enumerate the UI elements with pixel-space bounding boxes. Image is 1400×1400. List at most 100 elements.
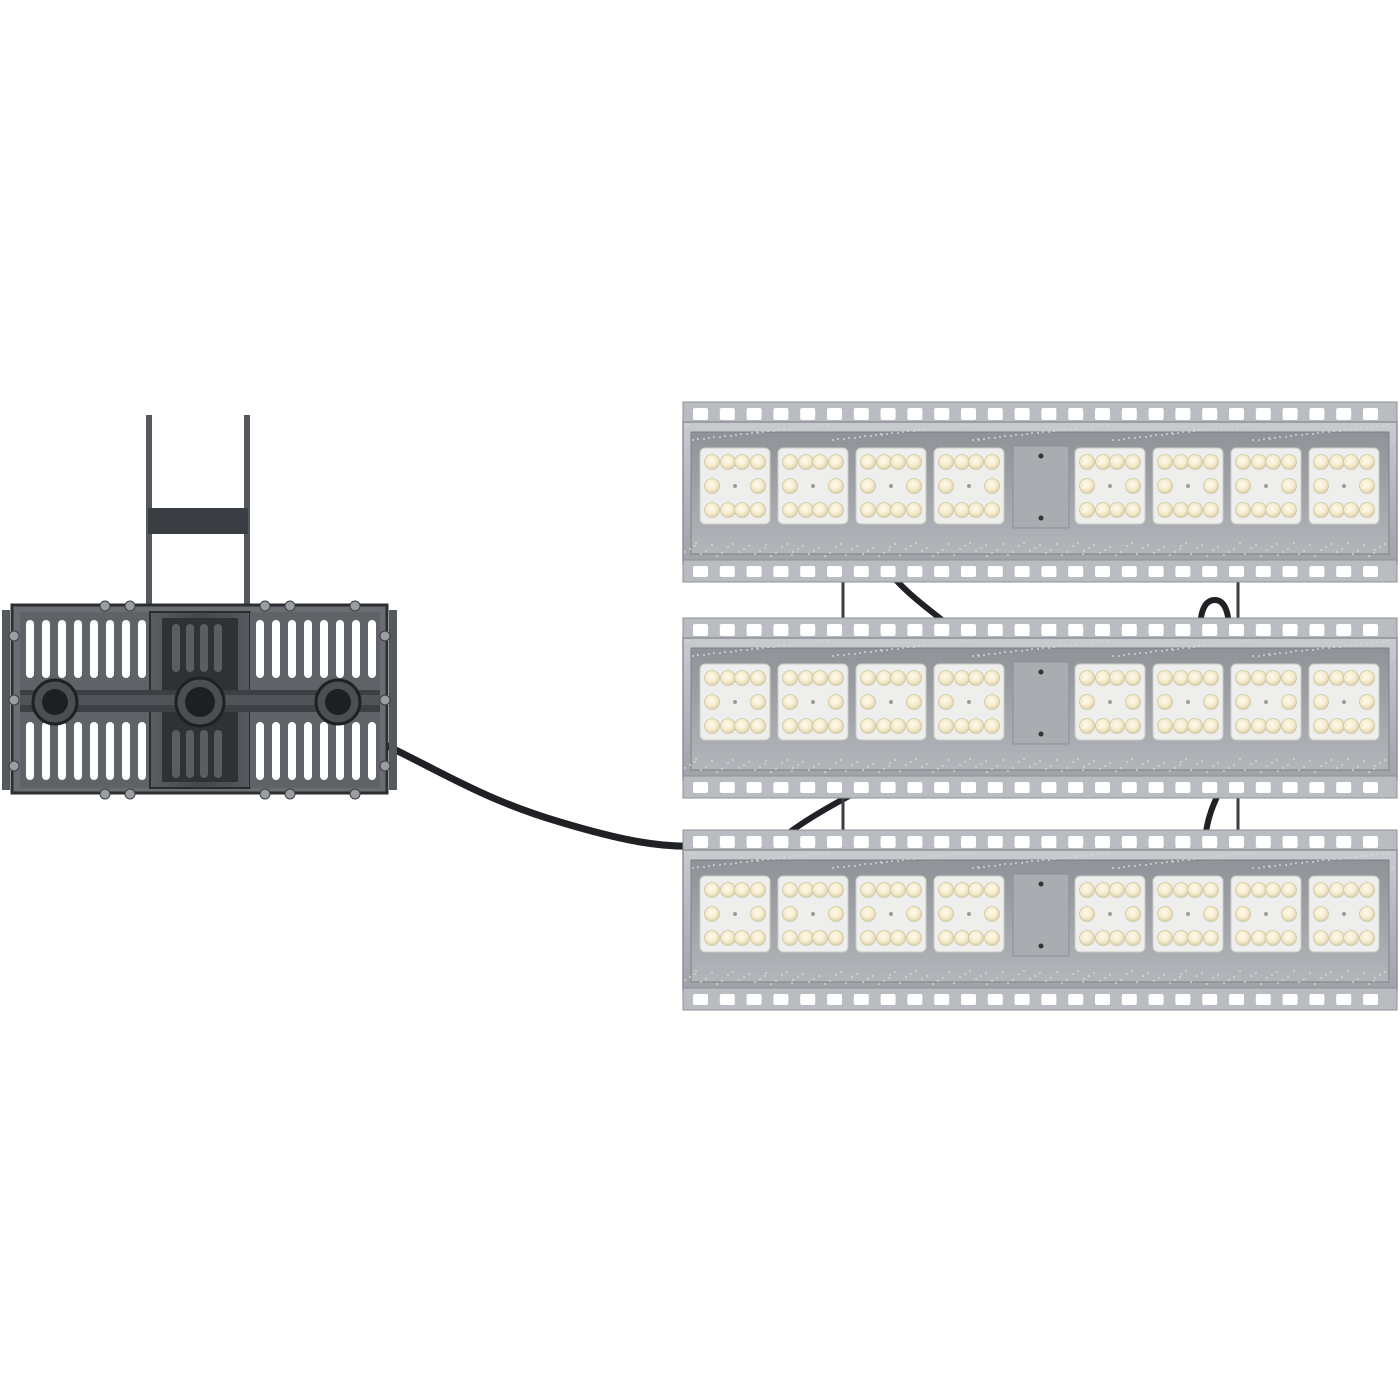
texture-speck (1161, 862, 1163, 864)
texture-speck (1080, 855, 1082, 857)
led-lens (1079, 718, 1095, 734)
texture-speck (1004, 651, 1006, 653)
texture-speck (1153, 768, 1155, 770)
texture-speck (1352, 553, 1354, 555)
led-lens (1313, 930, 1329, 946)
led-lens (1079, 454, 1095, 470)
texture-speck (773, 858, 775, 860)
texture-speck (754, 553, 756, 555)
texture-speck (740, 861, 742, 863)
texture-speck (1336, 979, 1338, 981)
texture-speck (1096, 641, 1098, 643)
led-lens (890, 502, 906, 518)
texture-speck (1277, 554, 1279, 556)
texture-speck (1252, 439, 1254, 441)
led-lens (734, 454, 750, 470)
led-lens (1313, 670, 1329, 686)
texture-speck (1050, 977, 1052, 979)
texture-speck (859, 652, 861, 654)
texture-speck (711, 760, 713, 762)
texture-speck (705, 550, 707, 552)
led-lens (1157, 718, 1173, 734)
fin-slot (1282, 836, 1298, 848)
texture-speck (1374, 977, 1376, 979)
fin-slot (1282, 408, 1298, 420)
texture-speck (1357, 978, 1359, 980)
texture-speck (932, 771, 934, 773)
texture-speck (867, 550, 869, 552)
texture-speck (735, 650, 737, 652)
texture-speck (948, 543, 950, 545)
led-lens (984, 502, 1000, 518)
texture-speck (1150, 435, 1152, 437)
texture-speck (1293, 758, 1295, 760)
texture-speck (1012, 979, 1014, 981)
fin-slot (1121, 624, 1137, 636)
fin-slot (1363, 624, 1378, 636)
fin-slot (853, 624, 869, 636)
texture-speck (1306, 649, 1308, 651)
led-lens (1157, 882, 1173, 898)
led-lens (954, 718, 970, 734)
fin-slot (880, 836, 896, 848)
led-lens (798, 718, 814, 734)
vent-slot (122, 620, 130, 678)
texture-speck (1309, 972, 1311, 974)
texture-speck (897, 860, 899, 862)
led-lens (1359, 670, 1375, 686)
vent-slot (352, 722, 360, 780)
fin-slot (746, 566, 762, 577)
texture-speck (1382, 641, 1384, 643)
center-plate (1012, 661, 1070, 745)
led-lens (1313, 694, 1329, 710)
led-lens (906, 694, 922, 710)
texture-speck (713, 864, 715, 866)
texture-speck (940, 643, 942, 645)
led-lens (860, 906, 876, 922)
led-panels (682, 401, 1398, 1011)
fin-slot (1068, 408, 1084, 420)
texture-speck (1268, 865, 1270, 867)
texture-speck (829, 768, 831, 770)
texture-speck (1328, 647, 1330, 649)
texture-speck (1182, 647, 1184, 649)
fin-slot (1121, 836, 1137, 848)
texture-speck (1074, 643, 1076, 645)
module-screw (1108, 484, 1112, 488)
led-lens (968, 718, 984, 734)
texture-speck (880, 861, 882, 863)
led-lens (1079, 502, 1095, 518)
texture-speck (1260, 555, 1262, 557)
texture-speck (1258, 439, 1260, 441)
led-lens (1203, 694, 1219, 710)
texture-speck (1325, 974, 1327, 976)
texture-speck (1285, 436, 1287, 438)
texture-speck (859, 436, 861, 438)
texture-speck (1250, 975, 1252, 977)
led-lens (828, 882, 844, 898)
bolt (349, 788, 361, 800)
texture-speck (1083, 766, 1085, 768)
led-lens (1251, 882, 1267, 898)
texture-speck (1150, 863, 1152, 865)
led-lens (828, 694, 844, 710)
led-lens (828, 906, 844, 922)
texture-speck (1301, 434, 1303, 436)
fin-slot (1041, 994, 1057, 1005)
texture-speck (786, 543, 788, 545)
texture-speck (937, 980, 939, 982)
texture-speck (740, 649, 742, 651)
led-lens (968, 930, 984, 946)
texture-speck (762, 859, 764, 861)
texture-speck (1365, 642, 1367, 644)
texture-speck (1139, 652, 1141, 654)
led-lens (1235, 930, 1251, 946)
led-lens (1235, 670, 1251, 686)
fin-slot (1363, 782, 1378, 793)
vent-slot (214, 730, 222, 778)
texture-speck (1384, 543, 1386, 545)
texture-speck (1209, 856, 1211, 858)
fin-slot (1255, 836, 1271, 848)
texture-speck (856, 761, 858, 763)
